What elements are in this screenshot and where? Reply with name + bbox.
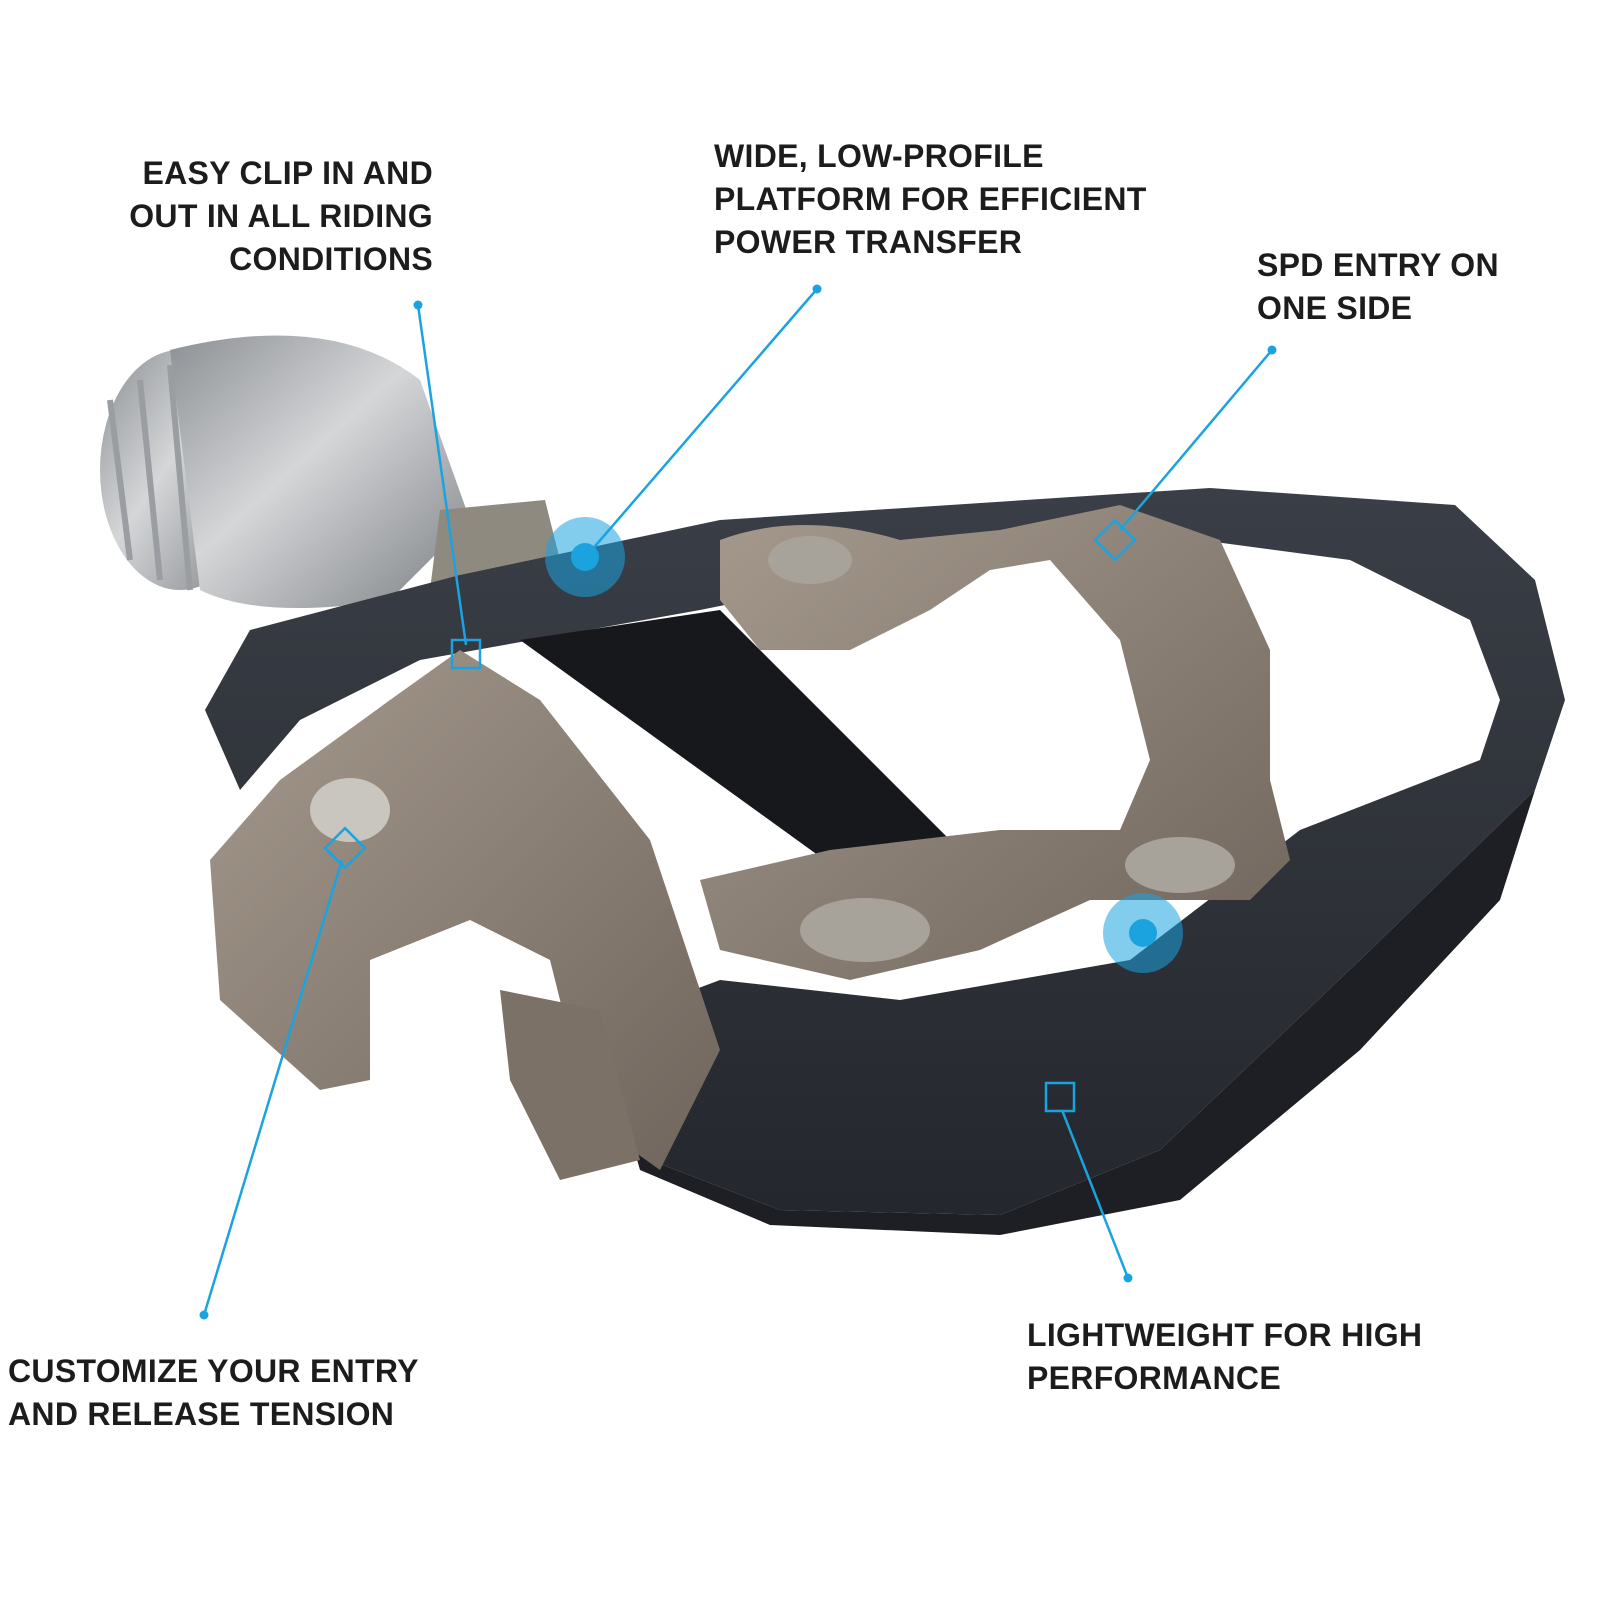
callout-lightweight: LIGHTWEIGHT FOR HIGH PERFORMANCE bbox=[1027, 1314, 1422, 1400]
callout-line: PLATFORM FOR EFFICIENT bbox=[714, 181, 1147, 217]
callout-line: CONDITIONS bbox=[229, 241, 433, 277]
callout-line: LIGHTWEIGHT FOR HIGH bbox=[1027, 1317, 1423, 1353]
callout-line: AND RELEASE TENSION bbox=[8, 1396, 395, 1432]
clip-mechanism bbox=[210, 505, 1290, 1180]
callout-line: POWER TRANSFER bbox=[714, 224, 1023, 260]
callout-dots bbox=[199, 284, 1277, 1320]
spindle bbox=[100, 335, 560, 608]
platform-body bbox=[205, 488, 1565, 1235]
callout-wide-platform: WIDE, LOW-PROFILE PLATFORM FOR EFFICIENT… bbox=[714, 135, 1147, 264]
callout-line: OUT IN ALL RIDING bbox=[129, 198, 433, 234]
callout-markers bbox=[202, 288, 1273, 1316]
callout-spd-entry: SPD ENTRY ON ONE SIDE bbox=[1257, 244, 1499, 330]
callout-easy-clip: EASY CLIP IN AND OUT IN ALL RIDING CONDI… bbox=[60, 152, 433, 281]
callout-line: WIDE, LOW-PROFILE bbox=[714, 138, 1044, 174]
callout-line: PERFORMANCE bbox=[1027, 1360, 1281, 1396]
callout-customize-tension: CUSTOMIZE YOUR ENTRY AND RELEASE TENSION bbox=[8, 1350, 419, 1436]
callout-line: SPD ENTRY ON bbox=[1257, 247, 1499, 283]
callout-line: CUSTOMIZE YOUR ENTRY bbox=[8, 1353, 419, 1389]
callout-line: ONE SIDE bbox=[1257, 290, 1413, 326]
callout-line: EASY CLIP IN AND bbox=[142, 155, 433, 191]
